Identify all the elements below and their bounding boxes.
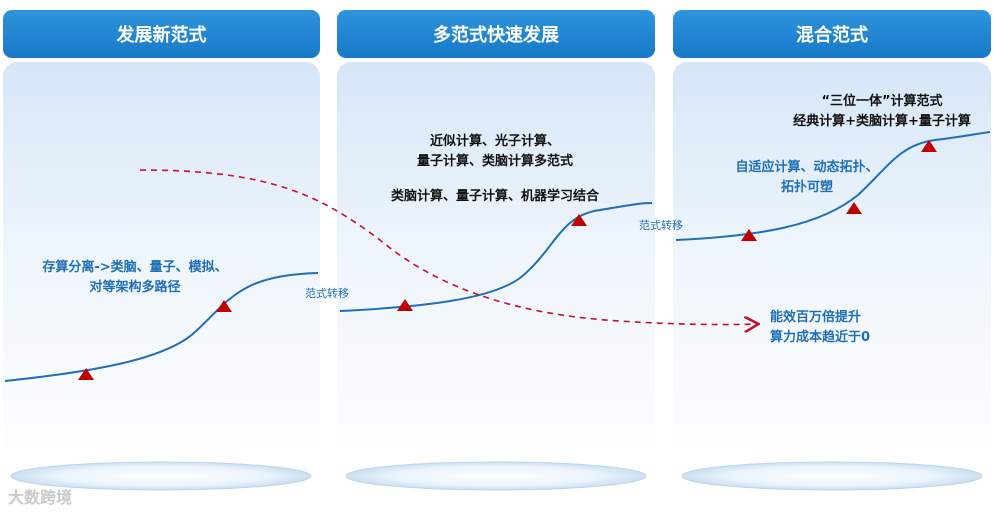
panel-background (673, 62, 991, 478)
annotation-stage1: 存算分离->类脑、量子、模拟、 对等架构多路径 (30, 258, 240, 298)
annotation-line: 近似计算、光子计算、 (429, 134, 560, 149)
paradigm-shift-label-1: 范式转移 (305, 287, 349, 300)
annotation-line: 拓扑可塑 (780, 180, 833, 195)
s-curve-2 (339, 202, 653, 312)
annotation-line: “三位一体”计算范式 (821, 94, 943, 109)
panel-title-1: 发展新范式 (3, 10, 320, 58)
milestone-marker (78, 368, 94, 380)
milestone-marker (846, 202, 862, 214)
annotation-line: 自适应计算、动态拓扑、 (735, 160, 879, 175)
pedestal-1 (10, 461, 312, 491)
panel-background (337, 62, 655, 478)
annotation-stage3-top: “三位一体”计算范式 经典计算+类脑计算+量子计算 (782, 92, 982, 132)
annotation-line: 对等架构多路径 (89, 280, 181, 295)
annotation-stage2-top: 近似计算、光子计算、 量子计算、类脑计算多范式 (395, 132, 595, 172)
milestone-marker (571, 214, 587, 226)
pedestal-3 (681, 461, 983, 491)
milestone-marker (741, 229, 757, 241)
annotation-line: 类脑计算、量子计算、机器学习结合 (390, 189, 599, 204)
annotation-line: 能效百万倍提升 (770, 310, 862, 325)
annotation-stage3-mid: 自适应计算、动态拓扑、 拓扑可塑 (722, 158, 892, 198)
stage-panel-2: 多范式快速发展 2030年 - 2035年 (337, 10, 655, 508)
annotation-line: 算力成本趋近于0 (770, 330, 871, 345)
s-curve-3 (675, 131, 991, 241)
annotation-line: 量子计算、类脑计算多范式 (416, 154, 573, 169)
paradigm-shift-label-2: 范式转移 (639, 219, 683, 232)
panel-title-2: 多范式快速发展 (337, 10, 655, 58)
outcome-annotation: 能效百万倍提升 算力成本趋近于0 (770, 308, 900, 348)
trend-arrow (139, 169, 757, 325)
milestone-marker (921, 140, 937, 152)
watermark-logo: 大数跨境 (8, 488, 73, 507)
annotation-line: 存算分离->类脑、量子、模拟、 (42, 260, 228, 275)
pedestal-2 (345, 461, 647, 491)
panel-title-3: 混合范式 (673, 10, 991, 58)
annotation-stage2-mid: 类脑计算、量子计算、机器学习结合 (380, 187, 610, 207)
annotation-line: 经典计算+类脑计算+量子计算 (793, 114, 971, 129)
stage-panel-3: 混合范式 2035年 - 2045+年 (673, 10, 991, 508)
stage-panel-1: 发展新范式 2025年 - 2030年 (3, 10, 320, 508)
milestone-marker (397, 299, 413, 311)
panel-background (3, 62, 320, 478)
s-curve-1 (4, 272, 319, 382)
milestone-marker (216, 300, 232, 312)
